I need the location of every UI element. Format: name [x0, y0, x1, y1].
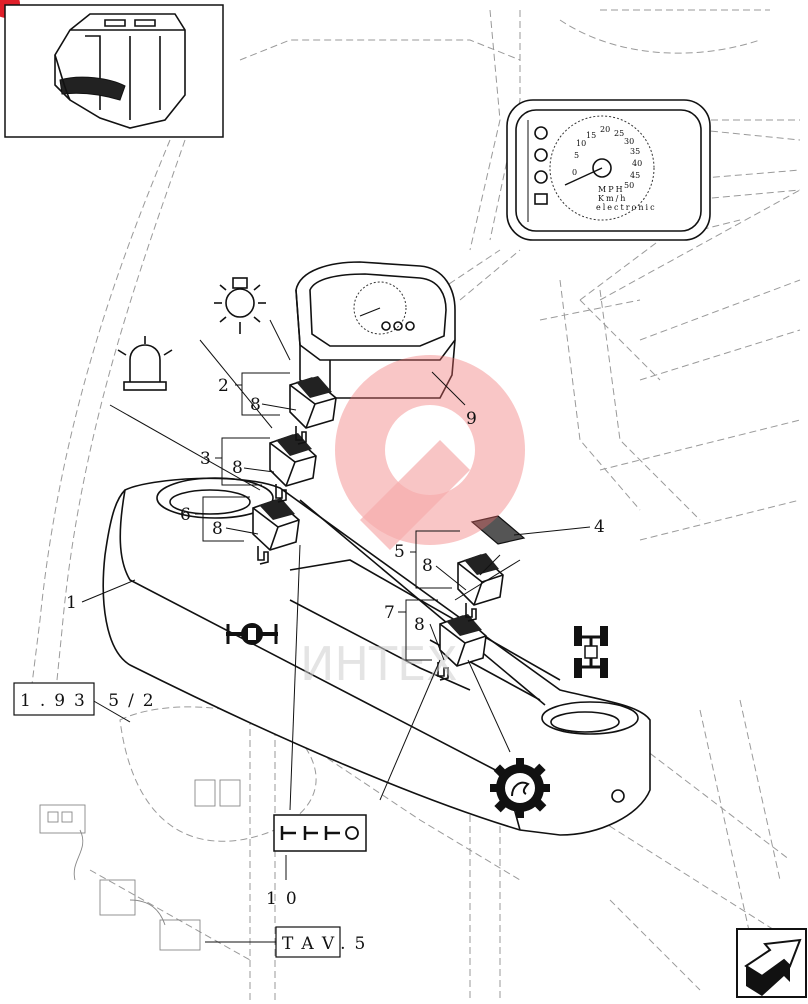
watermark-text: ИНТЕХ — [300, 637, 458, 691]
callout-8c: 8 — [212, 519, 223, 539]
cab-overview-thumbnail — [4, 4, 224, 138]
callout-9: 9 — [466, 409, 477, 429]
callout-6: 6 — [180, 505, 191, 525]
cluster-scale-30: 30 — [624, 137, 634, 146]
cluster-scale-45: 45 — [630, 171, 640, 180]
callout-7: 7 — [384, 603, 395, 623]
cluster-label-electronic: electronic — [596, 203, 657, 212]
connector-group — [257, 426, 477, 681]
callout-8a: 8 — [250, 395, 261, 415]
watermark-logo: ИНТЕХ — [300, 355, 525, 691]
switch-5 — [457, 553, 504, 606]
callout-1: 1 — [66, 593, 77, 613]
callout-2: 2 — [218, 376, 229, 396]
cluster-unit-kmh: Km/h — [598, 194, 627, 203]
cluster-scale-5: 5 — [574, 151, 579, 160]
ghost-cab-outline — [29, 9, 801, 1000]
callout-8e: 8 — [414, 615, 425, 635]
symbol-strip-icon — [273, 814, 367, 852]
cluster-scale-25: 25 — [614, 129, 624, 138]
cluster-scale-50: 50 — [624, 181, 634, 190]
cluster-scale-10: 10 — [576, 139, 586, 148]
instrument-cluster-detail: 0 5 10 15 20 25 30 35 40 45 50 MPH Km/h … — [506, 99, 711, 241]
cluster-unit-mph: MPH — [598, 185, 625, 194]
switch-7 — [439, 614, 487, 667]
switch-6 — [252, 498, 300, 551]
blank-cover-4 — [470, 515, 526, 545]
cluster-scale-15: 15 — [586, 131, 596, 140]
pto-gear-icon — [490, 758, 550, 818]
cluster-scale-35: 35 — [630, 147, 640, 156]
callout-8d: 8 — [422, 556, 433, 576]
callout-10: 10 — [266, 889, 306, 909]
reference-tav-5-text: TAV.5 — [282, 934, 374, 954]
reference-1-93: 1.93 5/2 — [13, 682, 163, 716]
differential-lock-icon — [226, 623, 278, 645]
switch-2 — [289, 376, 337, 429]
callout-5: 5 — [394, 542, 405, 562]
leader-lines — [81, 319, 591, 943]
four-wheel-drive-icon — [574, 626, 608, 678]
callout-3: 3 — [200, 449, 211, 469]
next-page-arrow-icon — [744, 938, 802, 996]
callout-4: 4 — [594, 517, 605, 537]
cluster-scale-0: 0 — [572, 168, 577, 177]
rotating-beacon-icon — [117, 336, 173, 391]
next-page-button[interactable] — [736, 928, 807, 998]
reference-1-93-text: 1.93 5/2 — [20, 691, 163, 711]
cluster-scale-20: 20 — [600, 125, 610, 134]
cluster-scale-40: 40 — [632, 159, 642, 168]
callout-8b: 8 — [232, 458, 243, 478]
instrument-cluster-part — [295, 261, 456, 399]
switch-3 — [269, 433, 317, 487]
callout-labels: 1 2 8 3 8 6 8 5 8 7 8 4 9 10 — [66, 376, 605, 909]
work-light-icon — [214, 277, 266, 334]
console-body — [102, 477, 651, 836]
reference-tav-5: TAV.5 — [275, 926, 374, 958]
